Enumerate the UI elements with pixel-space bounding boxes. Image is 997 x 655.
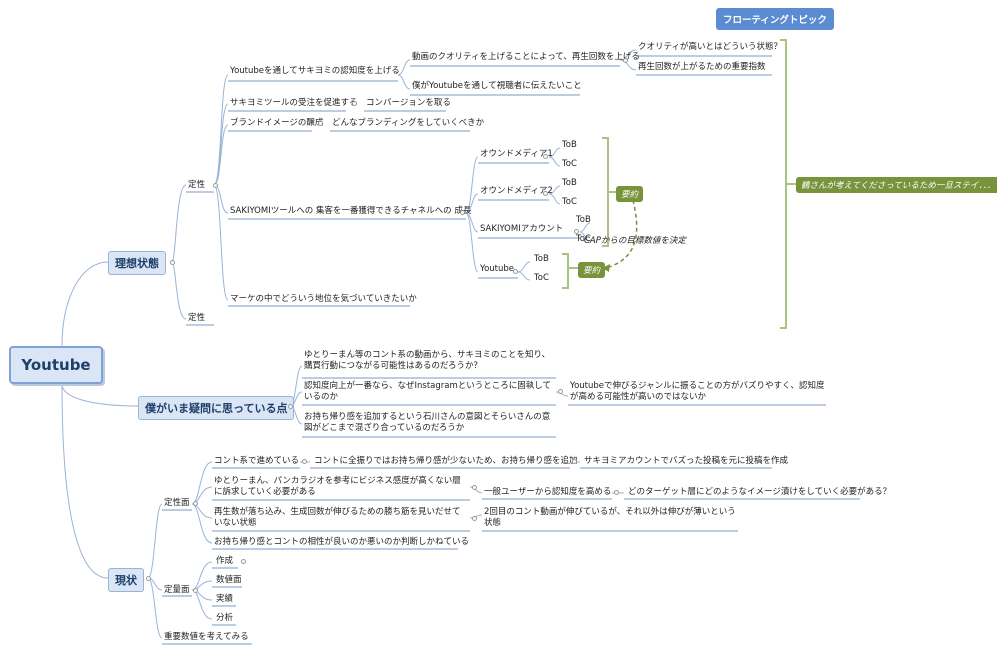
leaf-tob[interactable]: ToB: [562, 178, 577, 188]
current-important-metrics[interactable]: 重要数値を考えてみる: [164, 632, 249, 642]
collapse-toggle[interactable]: [146, 576, 151, 581]
topic-promote[interactable]: サキヨミツールの受注を促進する: [230, 98, 358, 108]
topic-make[interactable]: 作成: [216, 556, 234, 566]
main-topic-ideal[interactable]: 理想状態: [108, 251, 166, 275]
topic-not-takeaway[interactable]: コントに全振りではお持ち帰り感が少ないため、お持ち帰り感を追加: [314, 456, 578, 466]
topic-sakiyomi-account[interactable]: SAKIYOMIアカウント: [480, 224, 564, 234]
collapse-toggle[interactable]: [288, 404, 293, 409]
topic-convey[interactable]: 僕がYoutubeを通して視聴者に伝えたいこと: [412, 81, 582, 91]
current-quantitative[interactable]: 定量面: [164, 585, 190, 595]
collapse-toggle[interactable]: [614, 490, 619, 495]
topic-yutori[interactable]: ゆとりーまん、パンカラジオを参考にビジネス感度が高くない層に訴求していく必要があ…: [214, 476, 461, 497]
collapse-toggle[interactable]: [213, 183, 218, 188]
topic-conte[interactable]: コント系で進めている: [214, 456, 300, 466]
collapse-toggle[interactable]: [352, 101, 357, 106]
leaf-tob[interactable]: ToB: [562, 140, 577, 150]
collapse-toggle[interactable]: [558, 389, 563, 394]
root-topic[interactable]: Youtube: [9, 346, 103, 384]
topic-numbers[interactable]: 数値面: [216, 575, 242, 585]
main-topic-current[interactable]: 現状: [108, 568, 144, 592]
topic-views-drop[interactable]: 再生数が落ち込み、生成回数が伸びるための勝ち筋を見いだせていない状態: [214, 507, 461, 528]
leaf-tob[interactable]: ToB: [576, 215, 591, 225]
topic-owned-media-1[interactable]: オウンドメディア1: [480, 149, 553, 159]
topic-brand[interactable]: ブランドイメージの醸成: [230, 118, 324, 128]
collapse-toggle[interactable]: [318, 121, 323, 126]
topic-sakiyomi-buzz[interactable]: サキヨミアカウントでバズった投稿を元に投稿を作成: [584, 456, 789, 466]
collapse-toggle[interactable]: [543, 154, 548, 159]
ideal-qual-2[interactable]: 定性: [188, 313, 206, 323]
leaf-toc[interactable]: ToC: [534, 273, 549, 283]
topic-second-conte[interactable]: 2回目のコント動画が伸びているが、それ以外は伸びが薄いという状態: [484, 507, 736, 528]
leaf-toc[interactable]: ToC: [562, 159, 577, 169]
collapse-toggle[interactable]: [241, 559, 246, 564]
topic-branding[interactable]: どんなブランディングをしていくべきか: [332, 118, 485, 128]
topic-conversion[interactable]: コンバージョンを取る: [366, 98, 451, 108]
topic-what-quality[interactable]: クオリティが高いとはどういう状態？: [638, 42, 782, 52]
topic-owned-media-2[interactable]: オウンドメディア2: [480, 186, 553, 196]
topic-raise-quality[interactable]: 動画のクオリティを上げることによって、再生回数を上げる: [412, 52, 640, 62]
question-3[interactable]: お持ち帰り感を追加するという石川さんの意図とそらいさんの意図がどこまで混ざり合っ…: [304, 412, 551, 433]
collapse-toggle[interactable]: [472, 516, 477, 521]
topic-youtube[interactable]: Youtube: [480, 264, 514, 274]
relationship-label[interactable]: CAPからの目標数値を決定: [584, 236, 686, 246]
summary-label[interactable]: 要約: [578, 262, 606, 278]
collapse-toggle[interactable]: [574, 229, 579, 234]
collapse-toggle[interactable]: [170, 260, 175, 265]
collapse-toggle[interactable]: [193, 501, 198, 506]
topic-target-image[interactable]: どのターゲット層にどのようなイメージ漬けをしていく必要がある？: [628, 487, 892, 497]
leaf-toc[interactable]: ToC: [562, 197, 577, 207]
floating-topic[interactable]: フローティングトピック: [716, 8, 834, 30]
main-topic-question[interactable]: 僕がいま疑問に思っている点: [138, 396, 295, 420]
ideal-qual-1[interactable]: 定性: [188, 180, 206, 190]
topic-general-users[interactable]: 一般ユーザーから認知度を高める: [484, 487, 612, 497]
collapse-toggle[interactable]: [513, 269, 518, 274]
collapse-toggle[interactable]: [460, 210, 465, 215]
topic-yt-awareness[interactable]: Youtubeを通してサキヨミの認知度を上げる: [230, 66, 400, 76]
topic-channel[interactable]: SAKIYOMIツールへの 集客を一番獲得できるチャネルへの 成長: [230, 206, 472, 216]
topic-key-metric[interactable]: 再生回数が上がるための重要指数: [638, 62, 766, 72]
summary-label[interactable]: 要約: [616, 186, 644, 202]
topic-market-position[interactable]: マーケの中でどういう地位を気づいていきたいか: [230, 294, 417, 304]
collapse-toggle[interactable]: [302, 459, 307, 464]
collapse-toggle[interactable]: [472, 485, 477, 490]
leaf-toc[interactable]: ToC: [576, 234, 591, 244]
current-qualitative[interactable]: 定性面: [164, 498, 190, 508]
topic-results[interactable]: 実績: [216, 594, 234, 604]
question-2[interactable]: 認知度向上が一番なら、なぜInstagramというところに固執しているのか: [304, 381, 551, 402]
collapse-toggle[interactable]: [193, 588, 198, 593]
summary-label[interactable]: 鶴さんが考えてくださっているため一旦ステイ．．．？: [796, 177, 997, 193]
collapse-toggle[interactable]: [623, 58, 628, 63]
topic-analysis[interactable]: 分析: [216, 613, 234, 623]
question-1[interactable]: ゆとりーまん等のコント系の動画から、サキヨミのことを知り、購買行動につながる可能…: [304, 350, 551, 371]
leaf-tob[interactable]: ToB: [534, 254, 549, 264]
question-2-answer[interactable]: Youtubeで伸びるジャンルに振ることの方がバズりやすく、認知度が高める可能性…: [570, 381, 825, 402]
collapse-toggle[interactable]: [572, 459, 577, 464]
collapse-toggle[interactable]: [543, 191, 548, 196]
topic-compat[interactable]: お持ち帰り感とコントの相性が良いのか悪いのか判断しかねている: [214, 537, 470, 547]
